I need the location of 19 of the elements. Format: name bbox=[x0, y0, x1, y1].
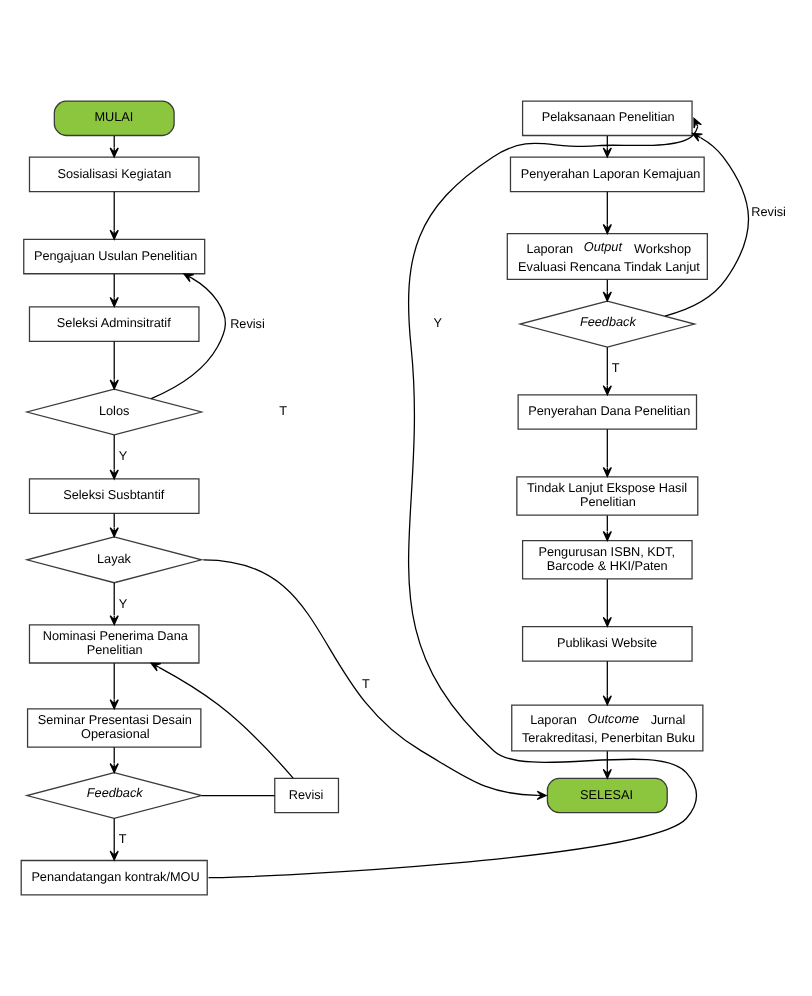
arrow bbox=[602, 660, 612, 706]
arrow bbox=[202, 559, 547, 801]
arrow bbox=[602, 750, 612, 779]
arrow bbox=[602, 191, 612, 235]
arrow bbox=[664, 132, 750, 317]
arrow bbox=[109, 273, 119, 308]
connector bbox=[201, 794, 276, 797]
arrow bbox=[602, 578, 612, 627]
arrow bbox=[109, 662, 119, 710]
arrow bbox=[150, 273, 226, 400]
arrow bbox=[109, 817, 119, 861]
arrow bbox=[109, 582, 119, 626]
arrow bbox=[602, 346, 612, 396]
arrow bbox=[109, 434, 119, 480]
arrow bbox=[207, 117, 702, 879]
arrow bbox=[150, 662, 294, 779]
arrow bbox=[602, 428, 612, 478]
arrow bbox=[109, 191, 119, 240]
arrow bbox=[109, 340, 119, 390]
